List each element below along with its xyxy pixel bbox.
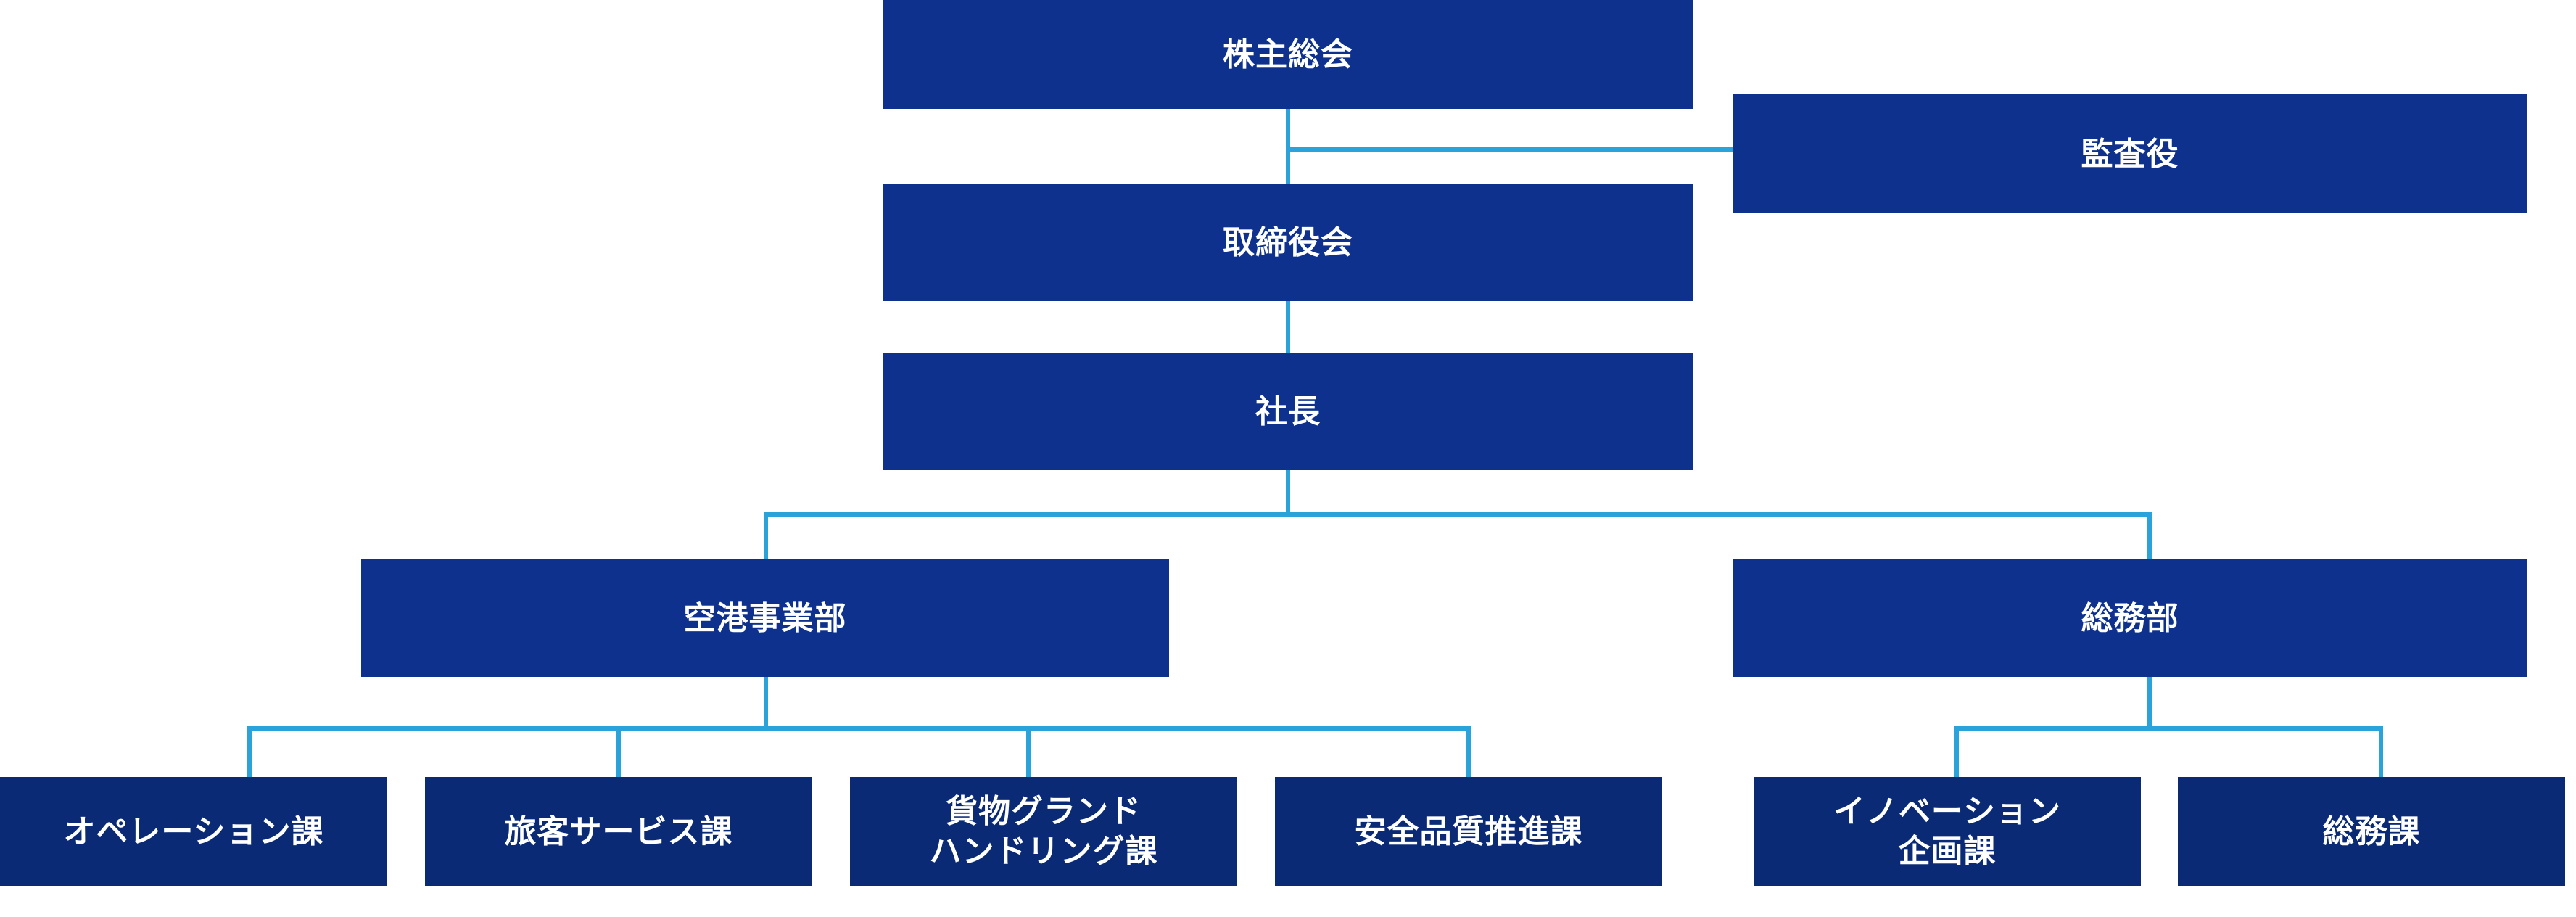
general-affairs-division-label: 総務部	[2081, 599, 2179, 637]
shareholders-label: 株主総会	[1223, 36, 1353, 73]
auditor-box: 監査役	[1733, 94, 2527, 213]
cargo-handling-section-box: 貨物グランド ハンドリング課	[850, 777, 1237, 886]
board-label: 取締役会	[1223, 223, 1353, 261]
airport-division-box: 空港事業部	[361, 559, 1169, 677]
passenger-service-section-box: 旅客サービス課	[425, 777, 812, 886]
general-affairs-division-box: 総務部	[1733, 559, 2527, 677]
operations-section-label: オペレーション課	[63, 813, 324, 850]
general-affairs-section-box: 総務課	[2178, 777, 2565, 886]
general-affairs-section-label: 総務課	[2322, 813, 2421, 850]
airport-division-label: 空港事業部	[683, 599, 847, 637]
auditor-label: 監査役	[2081, 135, 2179, 173]
shareholders-box: 株主総会	[883, 0, 1693, 109]
safety-quality-section-label: 安全品質推進課	[1354, 813, 1583, 850]
president-label: 社長	[1255, 392, 1321, 430]
president-box: 社長	[883, 353, 1693, 470]
innovation-section-box: イノベーション 企画課	[1754, 777, 2141, 886]
safety-quality-section-box: 安全品質推進課	[1275, 777, 1662, 886]
cargo-handling-section-label-line2: ハンドリング課	[929, 833, 1158, 870]
cargo-handling-section-label-line1: 貨物グランド	[946, 793, 1142, 830]
innovation-section-label-line1: イノベーション	[1833, 793, 2062, 830]
operations-section-box: オペレーション課	[0, 777, 387, 886]
passenger-service-section-label: 旅客サービス課	[504, 813, 733, 850]
innovation-section-label-line2: 企画課	[1898, 833, 1997, 870]
board-box: 取締役会	[883, 184, 1693, 301]
